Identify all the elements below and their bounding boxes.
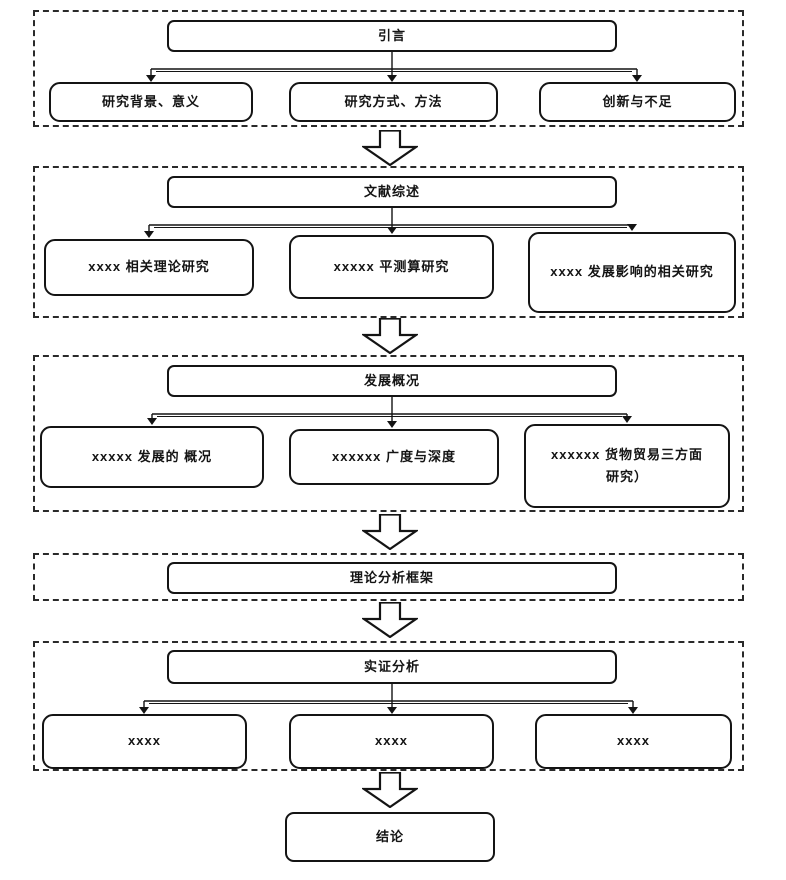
down-block-arrow-icon xyxy=(362,514,418,550)
child-box: xxxx xyxy=(289,714,494,769)
child-box: 研究方式、方法 xyxy=(289,82,498,122)
down-block-arrow-icon xyxy=(362,318,418,354)
introduction-title-box: 引言 xyxy=(167,20,617,52)
literature-review-title-box: 文献综述 xyxy=(167,176,617,208)
section-introduction: 引言 研究背景、意义 研究方式、方法 创新与不足 xyxy=(33,10,744,127)
section-literature-review: 文献综述 xxxx 相关理论研究 xxxxx 平测算研究 xxxx 发展影响的相… xyxy=(33,166,744,318)
section-theoretical-framework: 理论分析框架 xyxy=(33,553,744,601)
section-development-overview: 发展概况 xxxxx 发展的 概况 xxxxxx 广度与深度 xxxxxx 货物… xyxy=(33,355,744,512)
down-block-arrow-icon xyxy=(362,130,418,166)
child-box: 研究背景、意义 xyxy=(49,82,253,122)
child-box: 创新与不足 xyxy=(539,82,736,122)
child-box: xxxx xyxy=(42,714,247,769)
theoretical-framework-title-box: 理论分析框架 xyxy=(167,562,617,594)
conclusion-box: 结论 xyxy=(285,812,495,862)
section-empirical-analysis: 实证分析 xxxx xxxx xxxx xyxy=(33,641,744,771)
development-overview-title-box: 发展概况 xyxy=(167,365,617,397)
down-block-arrow-icon xyxy=(362,772,418,808)
child-box: xxxx 相关理论研究 xyxy=(44,239,254,296)
child-box: xxxxx 平测算研究 xyxy=(289,235,494,299)
child-box: xxxx xyxy=(535,714,732,769)
down-block-arrow-icon xyxy=(362,602,418,638)
child-box: xxxxx 发展的 概况 xyxy=(40,426,264,488)
child-box: xxxx 发展影响的相关研究 xyxy=(528,232,736,313)
child-box: xxxxxx 广度与深度 xyxy=(289,429,499,485)
child-box: xxxxxx 货物贸易三方面研究） xyxy=(524,424,730,508)
empirical-analysis-title-box: 实证分析 xyxy=(167,650,617,684)
